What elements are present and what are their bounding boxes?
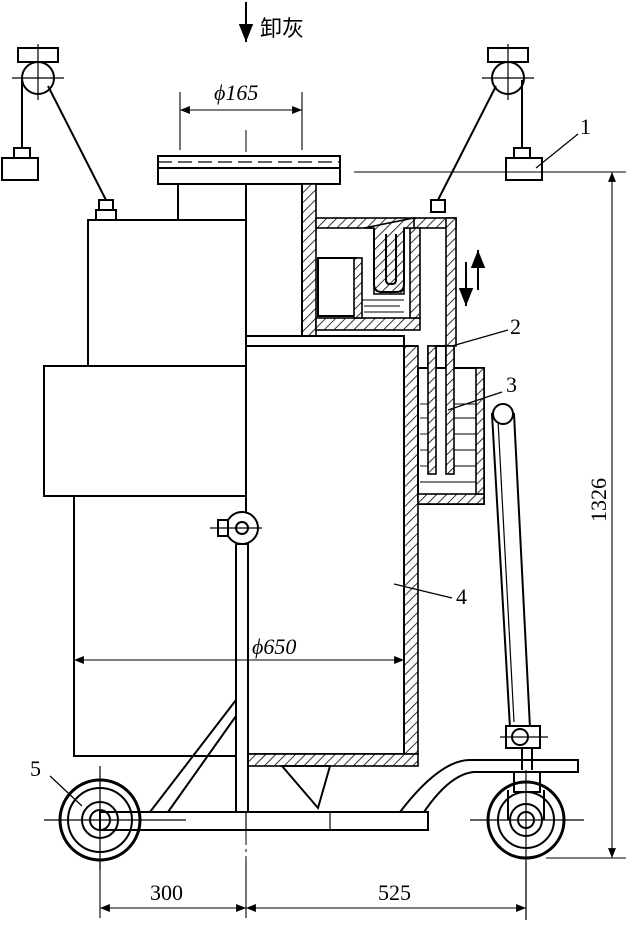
left-counterweight [1, 157, 39, 181]
right-lift-rope [437, 85, 497, 201]
part-number-5: 5 [30, 756, 41, 781]
frame-column [235, 543, 249, 813]
cart-frame [99, 543, 579, 831]
body-section-view [245, 183, 485, 767]
part-number-4: 4 [456, 584, 467, 609]
dimension-525-label: 525 [378, 880, 411, 905]
neck-wall-section [301, 183, 317, 337]
frame-center-support [279, 765, 332, 811]
left-wheel [44, 766, 186, 870]
push-handle [490, 403, 548, 770]
lift-direction-arrows [458, 250, 486, 306]
handle-tube [490, 413, 532, 729]
body-exterior-view [43, 219, 247, 757]
body-band [43, 365, 247, 497]
part-callouts [49, 133, 579, 807]
part-number-3: 3 [506, 372, 517, 397]
frame-left-brace [149, 699, 237, 813]
frame-right-arm [399, 759, 579, 813]
lower-body-shell [73, 495, 247, 757]
body-pivot [210, 511, 262, 545]
dimension-height-label: 1326 [586, 478, 611, 522]
cylinder-bottom-section [245, 753, 419, 767]
discharge-label: 卸灰 [260, 17, 304, 42]
right-pulley-assembly [430, 44, 543, 213]
dimension-phi165-label: ϕ165 [214, 80, 258, 105]
part-number-2: 2 [510, 314, 521, 339]
dimension-phi650-label: ϕ650 [252, 634, 296, 659]
frame-base-bar [99, 811, 429, 831]
dimension-height [354, 171, 626, 859]
left-lift-rope [47, 85, 107, 201]
cylinder-wall-section [403, 345, 419, 755]
right-counterweight [505, 157, 543, 181]
dimension-300-label: 300 [150, 880, 183, 905]
part-number-1: 1 [580, 114, 591, 139]
left-pulley-assembly [1, 44, 117, 223]
dimension-bottom [99, 862, 527, 918]
upper-body-shell [87, 219, 247, 367]
dimension-phi165 [179, 92, 303, 150]
right-wheel [470, 770, 584, 920]
